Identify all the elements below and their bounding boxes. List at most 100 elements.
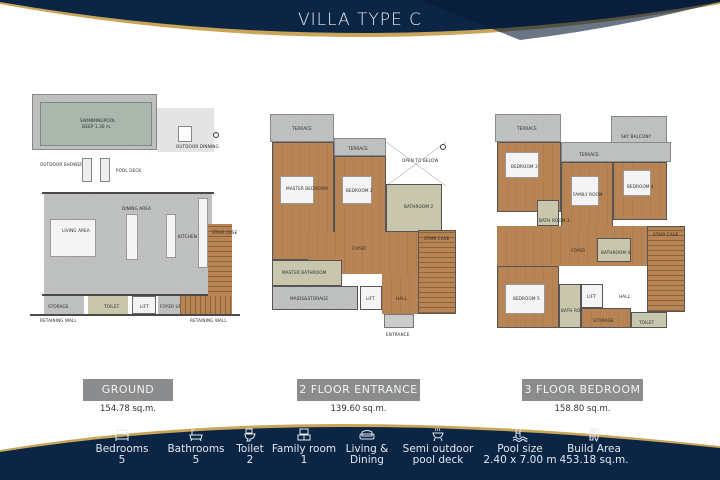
- amenity-value: 5: [118, 454, 126, 466]
- footer-banner: [0, 408, 720, 480]
- room-label: BEDROOM 5: [513, 296, 540, 301]
- room-label: OUTDOOR DINNING: [176, 144, 219, 149]
- toilet-room: [88, 296, 128, 314]
- staircase-landing: [180, 296, 232, 314]
- living-sofa-set: [50, 219, 96, 257]
- floor-area-second: 139.60 sq.m.: [330, 404, 387, 414]
- room-label: SKY BALCONY: [621, 134, 652, 139]
- lift: [132, 296, 156, 314]
- terrace: [561, 142, 671, 162]
- room-label: LIFT: [366, 296, 375, 301]
- amenity-label: Semi outdoor: [402, 443, 474, 455]
- room-label: TERRACE: [348, 146, 368, 151]
- header-arc-shape: [0, 0, 720, 40]
- terrace: [270, 114, 334, 142]
- amenity-living-dining: Living & Dining: [342, 428, 392, 466]
- storage: [581, 308, 631, 328]
- hall: [382, 274, 418, 314]
- room-label: TERRACE: [579, 152, 599, 157]
- bathroom-2: [386, 184, 442, 232]
- bathtub-icon: [189, 429, 203, 442]
- page-title: VILLA TYPE C: [297, 10, 423, 30]
- amenity-label: Toilet: [236, 443, 264, 455]
- room-label: DINING AREA: [122, 206, 151, 211]
- footer-arc-shape: [0, 423, 720, 480]
- amenity-semi-outdoor-pool-deck: Semi outdoor pool deck: [398, 428, 478, 466]
- amenity-value: 1: [300, 454, 308, 466]
- room-label: BATH ROOM 5: [561, 308, 592, 313]
- toilet-room: [631, 312, 667, 328]
- amenity-value: 453.18 sq.m.: [559, 454, 629, 466]
- amenity-value: Dining: [350, 454, 384, 466]
- amenity-build-area: Build Area 453.18 sq.m.: [558, 428, 630, 466]
- room-label: TOILET: [104, 304, 120, 309]
- storage-room: [44, 296, 84, 314]
- room-label: STORAGE: [48, 304, 69, 309]
- room-label: RETAINING WALL: [40, 318, 77, 323]
- room-label: ENTRANCE: [386, 332, 410, 337]
- ground-floor-plan: SWIMMINGPOOL DEEP 1.30 m. OUTDOOR DINNIN…: [30, 94, 240, 324]
- bathroom-5: [559, 284, 581, 328]
- room-label: BATHROOM 4: [601, 250, 631, 255]
- floor-label-third: 3 FLOOR BEDROOM: [522, 379, 643, 401]
- entrance-porch: [384, 314, 414, 328]
- room-label: FAMILY ROOM: [573, 192, 603, 197]
- sun-lounger: [82, 158, 92, 182]
- amenity-toilet: Toilet 2: [232, 428, 268, 466]
- room-label: DEEP 1.30 m.: [82, 124, 112, 129]
- amenity-label: Build Area: [567, 443, 621, 455]
- amenity-label: Living &: [345, 443, 389, 455]
- room-label: SWIMMINGPOOL: [80, 118, 116, 123]
- bed-2: [342, 176, 372, 204]
- room-label: STAIR CASE: [653, 232, 679, 237]
- compass-north-icon: [440, 144, 446, 150]
- amenity-value: 2: [246, 454, 254, 466]
- amenity-bedrooms: Bedrooms 5: [92, 428, 152, 466]
- room-label: OUTDOOR SHOWER: [40, 162, 84, 167]
- amenities-bar: Bedrooms 5 Bathrooms 5 Toilet 2 Family r…: [0, 428, 720, 480]
- terrace: [334, 138, 386, 156]
- amenity-value: 5: [192, 454, 200, 466]
- family-room-sofa: [571, 176, 599, 206]
- amenity-label: Pool size: [497, 443, 543, 455]
- room-label: FOYER: [571, 248, 586, 253]
- second-floor-plan: TERRACE TERRACE OPEN TO BELOW MASTER BED…: [268, 114, 458, 344]
- floor-area-ground: 154.78 sq.m.: [100, 404, 156, 414]
- room-label: HALL: [619, 294, 631, 299]
- bbq-grill-icon: [432, 428, 444, 442]
- floor-area-third: 158.80 sq.m.: [554, 404, 611, 414]
- room-label: KITCHEN: [178, 234, 197, 239]
- amenity-label: Family room: [271, 443, 337, 455]
- room-label: POOL DECK: [116, 168, 142, 173]
- room-label: BEDROOM 3: [511, 164, 538, 169]
- staircase: [647, 226, 685, 312]
- bed-4: [623, 170, 651, 196]
- amenity-family-room: Family room 1: [268, 428, 340, 466]
- amenity-value: pool deck: [412, 454, 464, 466]
- floor-label-second: 2 FLOOR ENTRANCE: [297, 379, 420, 401]
- room-label: HALL: [396, 296, 408, 301]
- dining-table: [178, 126, 192, 142]
- room-label: BEDROOM 4: [627, 184, 654, 189]
- pool-icon: [512, 428, 528, 442]
- master-bathroom: [272, 260, 342, 286]
- third-floor-plan: TERRACE SKY BALCONY TERRACE BEDROOM 3 FA…: [493, 114, 693, 344]
- room-label: MAIDS&STORAGE: [290, 296, 329, 301]
- bathroom-4: [597, 238, 631, 262]
- amenity-label: Bathrooms: [167, 443, 225, 455]
- swimming-pool: [40, 102, 152, 146]
- room-label: MASTER BEDROOM: [286, 186, 328, 191]
- room-label: LIFT: [140, 304, 149, 309]
- bathroom-3: [537, 200, 559, 226]
- room-label: MASTER BATHROOM: [282, 270, 327, 275]
- maids-storage: [272, 286, 358, 310]
- room-label: TERRACE: [517, 126, 537, 131]
- staircase: [418, 230, 456, 314]
- master-bed: [280, 176, 314, 204]
- room-label: STORAGE: [593, 318, 614, 323]
- room-label: FOYER: [352, 246, 367, 251]
- open-to-below-cross: [386, 142, 446, 186]
- dining-table: [126, 214, 138, 260]
- room-label: TERRACE: [292, 126, 312, 131]
- toilet-icon: [244, 428, 256, 442]
